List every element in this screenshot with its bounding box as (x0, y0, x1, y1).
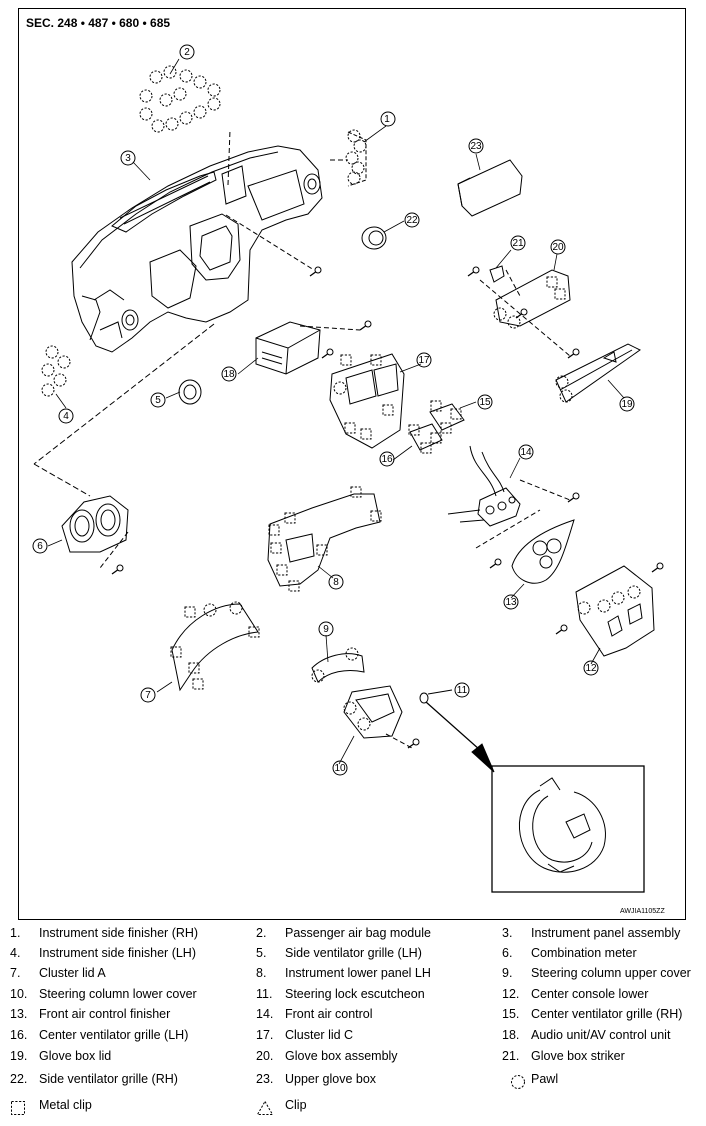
callout-circles (32, 44, 635, 776)
instrument-side-finisher-rh (345, 129, 367, 187)
center-ventilator-grille-lh (408, 423, 443, 454)
pawl-circle-icon (511, 1075, 525, 1089)
callout-13: 13 (505, 597, 517, 608)
callout-22: 22 (406, 215, 418, 226)
callout-4: 4 (63, 411, 69, 422)
callout-2: 2 (184, 47, 190, 58)
callout-17: 17 (418, 355, 430, 366)
metal-clip-square-icon (11, 1101, 25, 1115)
cluster-lid-c (329, 353, 405, 449)
steering-lock-escutcheon (419, 692, 429, 704)
callout-12: 12 (585, 663, 597, 674)
callout-23: 23 (470, 141, 482, 152)
steering-column-lower-cover (343, 685, 420, 749)
callout-19: 19 (621, 399, 633, 410)
front-air-control-finisher (511, 519, 575, 584)
callout-5: 5 (155, 395, 161, 406)
center-ventilator-grille-rh (429, 400, 465, 434)
glove-box-lid (555, 343, 641, 403)
callout-6: 6 (37, 541, 43, 552)
callout-9: 9 (323, 624, 329, 635)
callout-15: 15 (479, 397, 491, 408)
callout-21: 21 (512, 238, 524, 249)
callout-8: 8 (333, 577, 339, 588)
callout-1: 1 (384, 114, 390, 125)
callout-3: 3 (125, 153, 131, 164)
section-reference: SEC. 248 • 487 • 680 • 685 (26, 16, 171, 30)
instrument-lower-panel-lh (267, 486, 382, 592)
steering-column-upper-cover (311, 647, 365, 683)
upper-glove-box (457, 159, 523, 217)
front-air-control (447, 445, 580, 527)
glove-box-assembly (493, 269, 571, 329)
instrument-panel-assembly (71, 145, 323, 353)
side-ventilator-grille-lh (178, 379, 202, 405)
callout-7: 7 (145, 690, 151, 701)
combination-meter (61, 495, 129, 553)
audio-unit (255, 320, 372, 375)
cluster-lid-a (170, 601, 260, 692)
clip-triangle-icon (256, 1100, 274, 1115)
instrument-side-finisher-lh (41, 345, 71, 397)
callout-20: 20 (552, 242, 564, 253)
callout-10: 10 (334, 763, 346, 774)
diagram-frame (18, 8, 686, 920)
callout-14: 14 (520, 447, 532, 458)
side-ventilator-grille-rh (361, 226, 387, 250)
center-console-lower (555, 562, 664, 657)
callout-16: 16 (381, 454, 393, 465)
callout-11: 11 (457, 685, 468, 696)
callout-18: 18 (223, 369, 235, 380)
figure-code: AWJIA1105ZZ (620, 908, 665, 915)
exploded-view-diagram: 1 2 3 4 5 6 7 8 9 10 11 12 13 14 15 16 1… (32, 44, 664, 893)
callout-leaders (47, 58, 625, 765)
glove-box-striker (467, 265, 505, 283)
inset-detail (491, 765, 645, 893)
air-bag-module-pawls (139, 65, 221, 133)
